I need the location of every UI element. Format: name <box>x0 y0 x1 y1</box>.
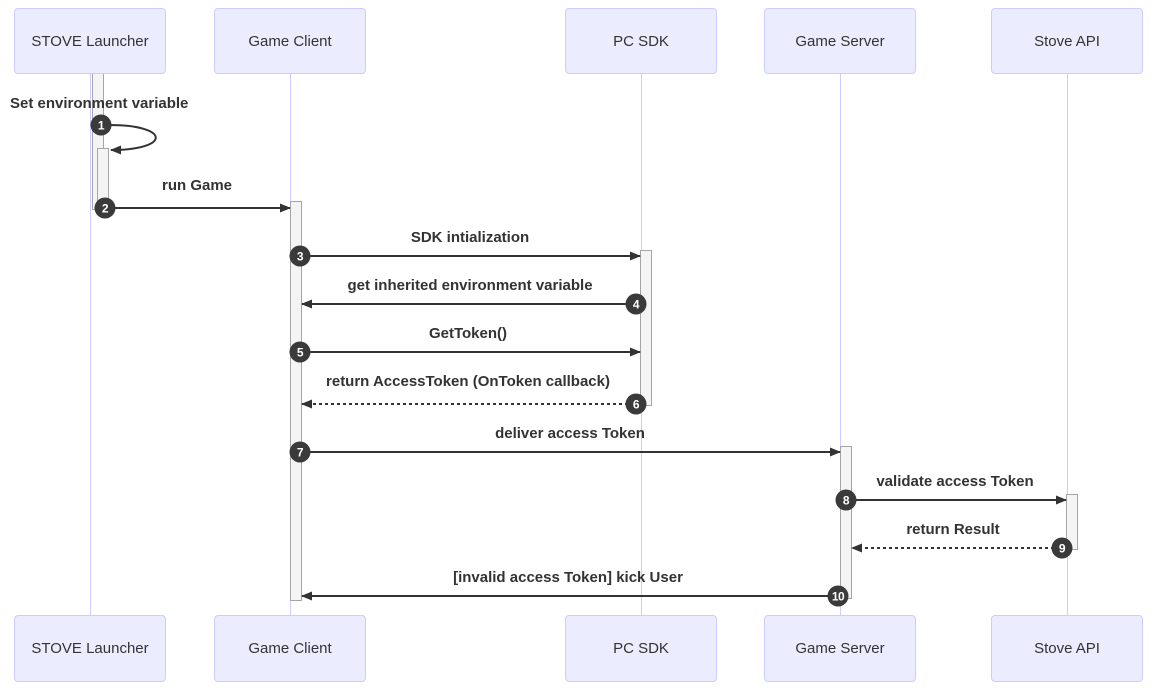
lifeline-stoveapi <box>1067 74 1068 615</box>
participant-label: Game Client <box>248 640 332 657</box>
participant-box-bottom-gameclient[interactable]: Game Client <box>214 615 366 682</box>
sequence-badge-5: 5 <box>289 341 311 363</box>
participant-label: STOVE Launcher <box>31 640 149 657</box>
participant-label: Stove API <box>1034 32 1100 50</box>
participant-box-bottom-stoveapi[interactable]: Stove API <box>991 615 1143 682</box>
participant-label: Game Client <box>248 32 332 50</box>
message-label-1: Set environment variable <box>10 95 189 112</box>
participant-box-top-stoveapi[interactable]: Stove API <box>991 8 1143 74</box>
message-label-7: deliver access Token <box>495 425 645 442</box>
participant-box-top-pcsdk[interactable]: PC SDK <box>565 8 717 74</box>
participant-label: Game Server <box>795 32 885 50</box>
sequence-badge-10: 10 <box>827 585 849 607</box>
message-label-2: run Game <box>161 177 233 194</box>
lifeline-launcher <box>90 74 91 615</box>
participant-box-bottom-gameserver[interactable]: Game Server <box>764 615 916 682</box>
sequence-badge-2: 2 <box>94 197 116 219</box>
participant-box-top-gameclient[interactable]: Game Client <box>214 8 366 74</box>
participant-label: STOVE Launcher <box>31 32 149 50</box>
sequence-badge-8: 8 <box>835 489 857 511</box>
lifeline-gameserver <box>840 74 841 615</box>
message-arrow-1 <box>108 124 157 155</box>
participant-label: PC SDK <box>613 32 669 50</box>
message-label-3: SDK intialization <box>410 229 530 246</box>
participant-box-bottom-pcsdk[interactable]: PC SDK <box>565 615 717 682</box>
sequence-badge-7: 7 <box>289 441 311 463</box>
message-label-6: return AccessToken (OnToken callback) <box>326 373 610 390</box>
activation-gameserver <box>840 446 852 599</box>
participant-label: PC SDK <box>613 640 669 657</box>
sequence-badge-9: 9 <box>1051 537 1073 559</box>
participant-box-top-gameserver[interactable]: Game Server <box>764 8 916 74</box>
message-label-4: get inherited environment variable <box>347 277 593 294</box>
participant-label: Game Server <box>795 640 885 657</box>
sequence-badge-3: 3 <box>289 245 311 267</box>
message-label-8: validate access Token <box>876 473 1034 490</box>
message-label-10: [invalid access Token] kick User <box>453 569 683 586</box>
sequence-badge-6: 6 <box>625 393 647 415</box>
sequence-badge-1: 1 <box>90 114 112 136</box>
activation-pcsdk <box>640 250 652 406</box>
participant-box-top-launcher[interactable]: STOVE Launcher <box>14 8 166 74</box>
participant-label: Stove API <box>1034 640 1100 657</box>
message-label-5: GetToken() <box>428 325 508 342</box>
message-label-9: return Result <box>906 521 1000 538</box>
sequence-badge-4: 4 <box>625 293 647 315</box>
participant-box-bottom-launcher[interactable]: STOVE Launcher <box>14 615 166 682</box>
